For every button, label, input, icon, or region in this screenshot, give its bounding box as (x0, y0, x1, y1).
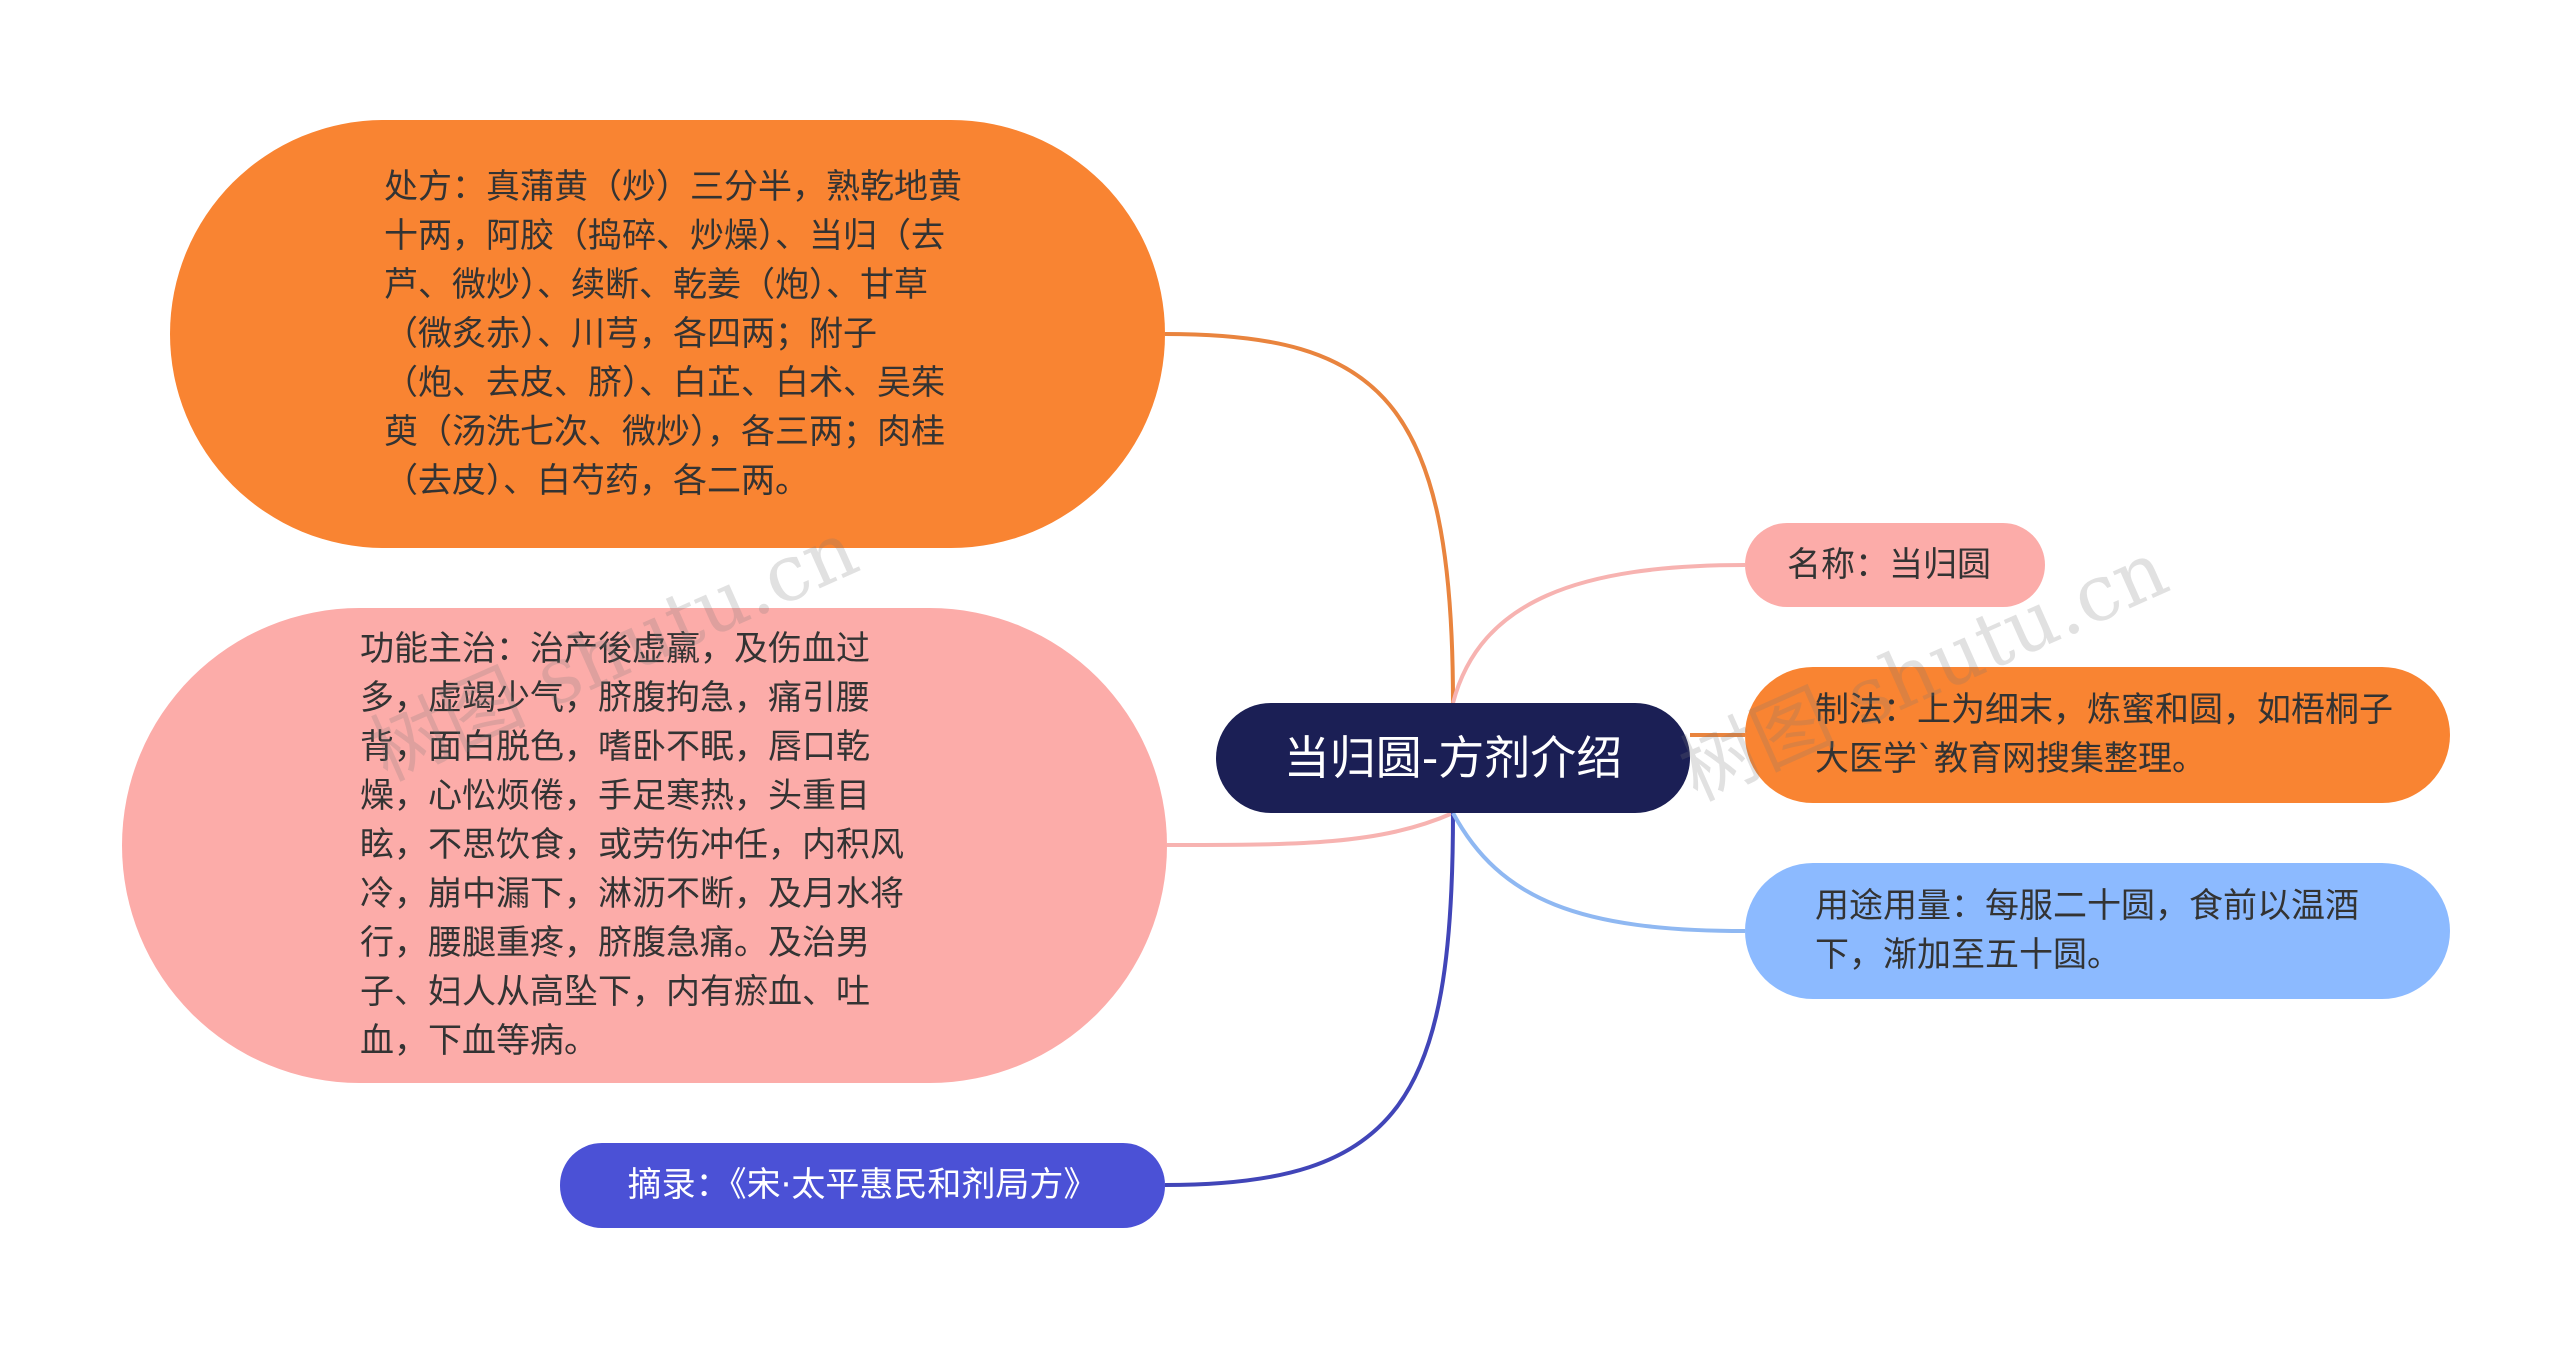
topic-function[interactable]: 功能主治：治产後虚羸，及伤血过多，虚竭少气，脐腹拘急，痛引腰背，面白脱色，嗜卧不… (122, 608, 1167, 1083)
connector-excerpt (1164, 812, 1455, 1187)
connector-prescription (1164, 332, 1455, 704)
central-topic-label: 当归圆-方剂介绍 (1283, 730, 1623, 785)
topic-excerpt-text: 摘录：《宋·太平惠民和剂局方》 (627, 1165, 1098, 1205)
topic-usage[interactable]: 用途用量：每服二十圆，食前以温酒下，渐加至五十圆。 (1745, 863, 2450, 999)
connector-function (1166, 811, 1454, 847)
topic-name[interactable]: 名称：当归圆 (1745, 523, 2045, 607)
topic-prescription-text: 处方：真蒲黄（炒）三分半，熟乾地黄十两，阿胶（捣碎、炒燥）、当归（去芦、微炒）、… (384, 166, 962, 501)
topic-prescription[interactable]: 处方：真蒲黄（炒）三分半，熟乾地黄十两，阿胶（捣碎、炒燥）、当归（去芦、微炒）、… (170, 120, 1165, 548)
topic-name-text: 名称：当归圆 (1787, 544, 1991, 585)
connector-usage (1451, 812, 1746, 933)
topic-excerpt[interactable]: 摘录：《宋·太平惠民和剂局方》 (560, 1143, 1165, 1228)
central-topic[interactable]: 当归圆-方剂介绍 (1216, 703, 1690, 813)
topic-method[interactable]: 制法：上为细末，炼蜜和圆，如梧桐子大医学`教育网搜集整理。 (1745, 667, 2450, 803)
topic-function-text: 功能主治：治产後虚羸，及伤血过多，虚竭少气，脐腹拘急，痛引腰背，面白脱色，嗜卧不… (360, 629, 904, 1061)
topic-usage-text: 用途用量：每服二十圆，食前以温酒下，渐加至五十圆。 (1815, 886, 2359, 975)
connector-name (1451, 563, 1746, 704)
topic-method-text: 制法：上为细末，炼蜜和圆，如梧桐子大医学`教育网搜集整理。 (1815, 690, 2393, 779)
